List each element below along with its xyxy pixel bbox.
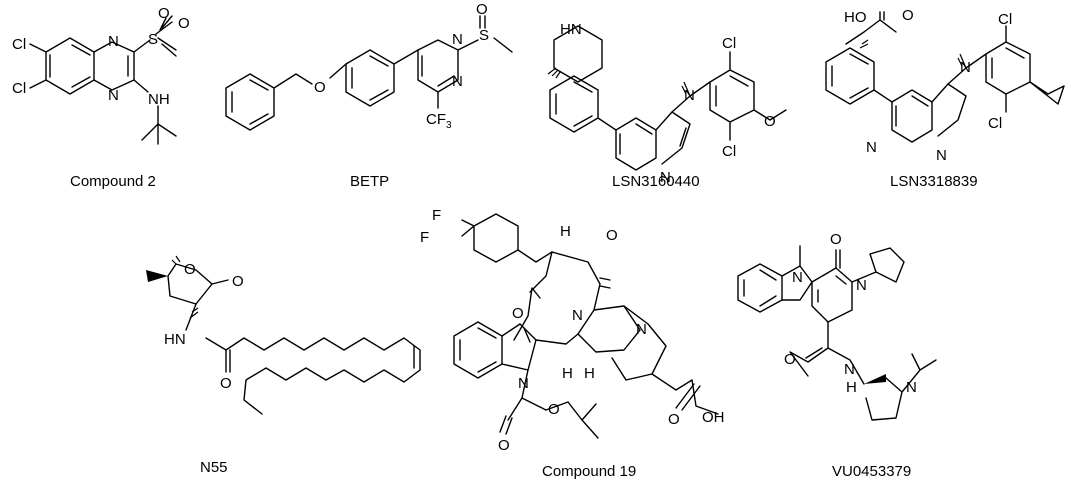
cf3-main: CF (426, 111, 446, 128)
atom-o: O (902, 7, 914, 24)
structure-lsn3318839: HO O Cl Cl N N N LSN3318839 (825, 7, 1065, 190)
atom-cl: Cl (12, 80, 26, 97)
atom-n: N (684, 87, 695, 104)
atom-hn: HN (164, 331, 186, 348)
structure-compound-2: Cl Cl N N S O O NH Compound 2 (12, 5, 190, 190)
atom-cl: Cl (12, 36, 26, 53)
atom-n: N (936, 147, 947, 164)
atom-nh: NH (148, 91, 170, 108)
atom-o: O (668, 411, 680, 428)
caption-n55: N55 (200, 459, 228, 476)
atom-n: N (856, 277, 867, 294)
atom-o: O (184, 261, 196, 278)
atom-h: H (584, 365, 595, 382)
atom-o: O (314, 79, 326, 96)
atom-n: N (844, 361, 855, 378)
atom-o: O (784, 351, 796, 368)
atom-n: N (960, 59, 971, 76)
atom-o: O (220, 375, 232, 392)
atom-o: O (830, 231, 842, 248)
structure-lsn3160440: HN Cl Cl O N N LSN3160440 (547, 21, 787, 190)
atom-n: N (866, 139, 877, 156)
atom-n: N (660, 169, 671, 186)
atom-cl: Cl (988, 115, 1002, 132)
atom-s: S (479, 27, 489, 44)
atom-n: N (792, 269, 803, 286)
atom-n: N (108, 87, 119, 104)
atom-cf3: CF3 (426, 111, 452, 131)
atom-h: H (562, 365, 573, 382)
atom-cl: Cl (722, 35, 736, 52)
atom-f: F (420, 229, 429, 246)
atom-cl: Cl (722, 143, 736, 160)
atom-o: O (764, 113, 776, 130)
atom-oh: OH (702, 409, 725, 426)
atom-f: F (432, 207, 441, 224)
structure-n55: O O HN O N55 (146, 255, 421, 476)
atom-o: O (606, 227, 618, 244)
atom-n: N (636, 321, 647, 338)
caption-betp: BETP (350, 173, 389, 190)
atom-n: N (572, 307, 583, 324)
cf3-sub: 3 (446, 120, 452, 131)
atom-n: N (452, 73, 463, 90)
atom-cl: Cl (998, 11, 1012, 28)
atom-hn: HN (560, 21, 582, 38)
atom-h: H (846, 379, 857, 396)
caption-compound-2: Compound 2 (70, 173, 156, 190)
atom-n: N (452, 31, 463, 48)
atom-n: N (108, 33, 119, 50)
atom-s: S (148, 31, 158, 48)
atom-o: O (548, 401, 560, 418)
atom-o: O (498, 437, 510, 454)
atom-h: H (560, 223, 571, 240)
caption-lsn3318839: LSN3318839 (890, 173, 978, 190)
atom-o: O (178, 15, 190, 32)
atom-ho: HO (844, 9, 867, 26)
caption-compound-19: Compound 19 (542, 463, 636, 480)
atom-o: O (512, 305, 524, 322)
atom-o: O (476, 1, 488, 18)
caption-vu0453379: VU0453379 (832, 463, 911, 480)
structure-vu0453379: N O N O N H N VU0453379 (737, 231, 937, 480)
structure-betp: O N N S O CF3 BETP (225, 1, 513, 190)
atom-o: O (158, 5, 170, 22)
structure-compound-19: F F H O O N N N H H O O O OH Compound 19 (420, 207, 725, 480)
atom-n: N (906, 379, 917, 396)
atom-o: O (232, 273, 244, 290)
caption-lsn3160440: LSN3160440 (612, 173, 700, 190)
atom-n: N (518, 375, 529, 392)
